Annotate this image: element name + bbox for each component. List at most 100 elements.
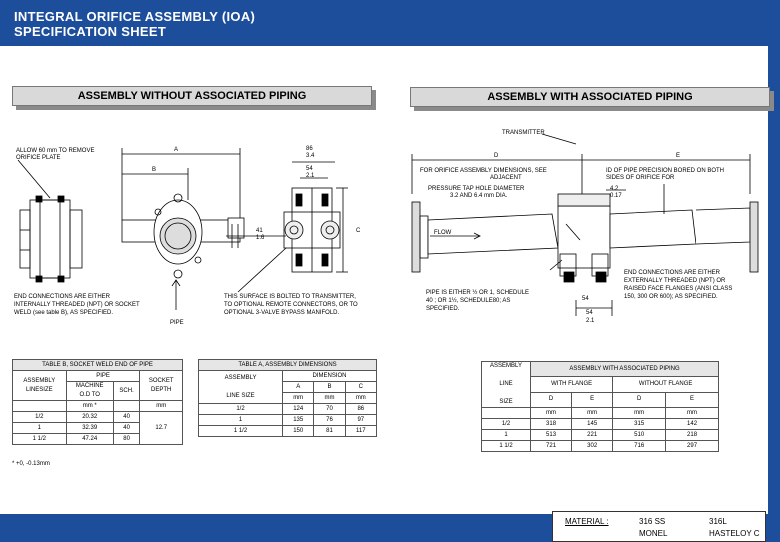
section-heading-right: ASSEMBLY WITH ASSOCIATED PIPING — [410, 87, 770, 107]
material-monel: MONEL — [639, 529, 668, 538]
table-b-h-pipe: PIPE — [65, 370, 141, 382]
dim-54: 54 — [306, 166, 313, 172]
table-a-unit: mm — [313, 392, 346, 404]
table-c-unit: mm — [665, 407, 719, 419]
table-cell: 81 — [313, 425, 346, 437]
end-conn-line2: EXTERNALLY THREADED (NPT) OR — [624, 278, 726, 284]
table-cell: 302 — [571, 440, 614, 452]
table-c-unit: mm — [529, 407, 573, 419]
material-316l: 316L — [709, 517, 727, 526]
surface-note-line2: TO OPTIONAL REMOTE CONNECTORS, OR TO — [224, 302, 358, 308]
table-c-col: E — [665, 391, 719, 409]
flow-label: FLOW — [434, 230, 452, 236]
assembly-with-piping-drawing: TRANSMITTER D E FOR ORIFICE ASSEMBLY DIM… — [411, 130, 759, 324]
table-cell: 1 1/2 — [197, 425, 284, 437]
table-a-h-dimension: DIMENSION — [282, 370, 377, 382]
note-allow-line1: ALLOW 60 mm TO REMOVE — [16, 148, 94, 154]
end-connections-line2: INTERNALLY THREADED (NPT) OR SOCKET — [14, 302, 140, 308]
table-cell-depth: 12.7 — [139, 411, 183, 445]
table-cell: 1 1/2 — [12, 433, 67, 445]
dim-b-label: B — [152, 167, 156, 173]
table-a-col-a: A — [282, 381, 315, 393]
pipe-note-line1: PIPE IS EITHER ½ OR 1, SCHEDULE — [426, 289, 529, 296]
table-cell: 221 — [571, 429, 614, 441]
table-cell: 1 — [481, 429, 531, 441]
table-cell: 1/2 — [197, 403, 284, 415]
table-row: 1 1/2 150 81 117 — [197, 425, 378, 437]
table-c-col: D — [529, 391, 573, 409]
table-cell: 124 — [282, 403, 315, 415]
table-c-h-without: WITHOUT FLANGE — [612, 376, 719, 393]
material-box: MATERIAL : 316 SS 316L MONEL HASTELOY C — [552, 511, 766, 542]
transmitter-label: TRANSMITTER — [502, 130, 545, 136]
table-cell: 20.32 — [65, 411, 114, 423]
right-edge-stripe — [768, 46, 780, 514]
table-a-col-b: B — [313, 381, 346, 393]
surface-note-line1: THIS SURFACE IS BOLTED TO TRANSMITTER, — [224, 294, 356, 300]
table-cell: 40 — [112, 422, 141, 434]
table-b-title: TABLE B, SOCKET WELD END OF PIPE — [12, 359, 183, 371]
table-cell: 315 — [612, 418, 667, 430]
table-row: 1 1/2 47.24 80 — [12, 433, 183, 445]
table-c-unit: mm — [612, 407, 667, 419]
id-note-line2: SIDES OF ORIFICE FOR — [606, 175, 675, 181]
note-allow-line2: ORIFICE PLATE — [16, 155, 61, 161]
table-cell: 721 — [529, 440, 573, 452]
table-row: 1 135 76 97 — [197, 414, 378, 426]
table-b-unit-mm-depth: mm — [139, 400, 183, 412]
table-a-title: TABLE A, ASSEMBLY DIMENSIONS — [198, 359, 377, 371]
pipe-label: PIPE — [170, 320, 184, 326]
dim-3-4: 3.4 — [306, 153, 315, 159]
dim-e-label: E — [676, 153, 680, 159]
dim-1-6: 1.6 — [256, 235, 265, 241]
material-label: MATERIAL : — [565, 517, 609, 526]
table-cell: 47.24 — [65, 433, 114, 445]
dim-c-label: C — [356, 228, 361, 234]
table-cell: 117 — [344, 425, 378, 437]
pressure-note-line1: PRESSURE TAP HOLE DIAMETER — [428, 186, 525, 192]
dim-2-1: 2.1 — [306, 173, 315, 179]
table-cell: 150 — [282, 425, 315, 437]
page-title: INTEGRAL ORIFICE ASSEMBLY (IOA) — [14, 9, 256, 24]
table-row: 1/2 124 70 86 — [197, 403, 378, 415]
table-cell: 76 — [313, 414, 346, 426]
end-conn-line4: 150, 300 OR 600); AS SPECIFIED. — [624, 294, 718, 300]
table-cell: 218 — [665, 429, 719, 441]
header-bar: INTEGRAL ORIFICE ASSEMBLY (IOA) SPECIFIC… — [0, 0, 780, 46]
end-conn-line1: END CONNECTIONS ARE EITHER — [624, 270, 721, 276]
dim-86: 86 — [306, 146, 313, 152]
dim-54-b: 54 — [586, 310, 593, 316]
orifice-note-line2: ADJACENT — [490, 175, 522, 181]
table-b-socket-weld: TABLE B, SOCKET WELD END OF PIPE ASSEMBL… — [12, 359, 183, 445]
table-c-col: E — [571, 391, 614, 409]
dim-2-1-r: 2.1 — [586, 318, 595, 324]
table-a-unit: mm — [282, 392, 315, 404]
table-c-h-with: WITH FLANGE — [529, 376, 614, 393]
material-316ss: 316 SS — [639, 517, 666, 526]
table-row: 1/2 20.32 40 12.7 — [12, 411, 183, 445]
table-c-unit: mm — [571, 407, 614, 419]
table-cell: 1/2 — [12, 411, 67, 423]
table-row: 1/2 318 145 315 142 — [481, 418, 719, 430]
table-cell: 510 — [612, 429, 667, 441]
table-cell: 40 — [112, 411, 141, 423]
orifice-note-line1: FOR ORIFICE ASSEMBLY DIMENSIONS, SEE — [420, 168, 547, 174]
table-b-footnote: * +0, -0.13mm — [12, 461, 50, 467]
table-b-unit-mm: mm * — [65, 400, 114, 412]
pipe-note-line3: SPECIFIED. — [426, 306, 460, 312]
table-cell: 32.39 — [65, 422, 114, 434]
end-connections-line1: END CONNECTIONS ARE EITHER — [14, 294, 111, 300]
end-conn-line3: RAISED FACE FLANGES (ANSI CLASS — [624, 286, 732, 292]
end-connections-line3: WELD (see table B), AS SPECIFIED. — [14, 310, 113, 316]
table-cell: 716 — [612, 440, 667, 452]
section-heading-left: ASSEMBLY WITHOUT ASSOCIATED PIPING — [12, 86, 372, 106]
dim-54-a: 54 — [582, 296, 589, 302]
table-c-col: D — [612, 391, 667, 409]
table-cell: 97 — [344, 414, 378, 426]
page-subtitle: SPECIFICATION SHEET — [14, 24, 167, 39]
dim-41: 41 — [256, 228, 263, 234]
